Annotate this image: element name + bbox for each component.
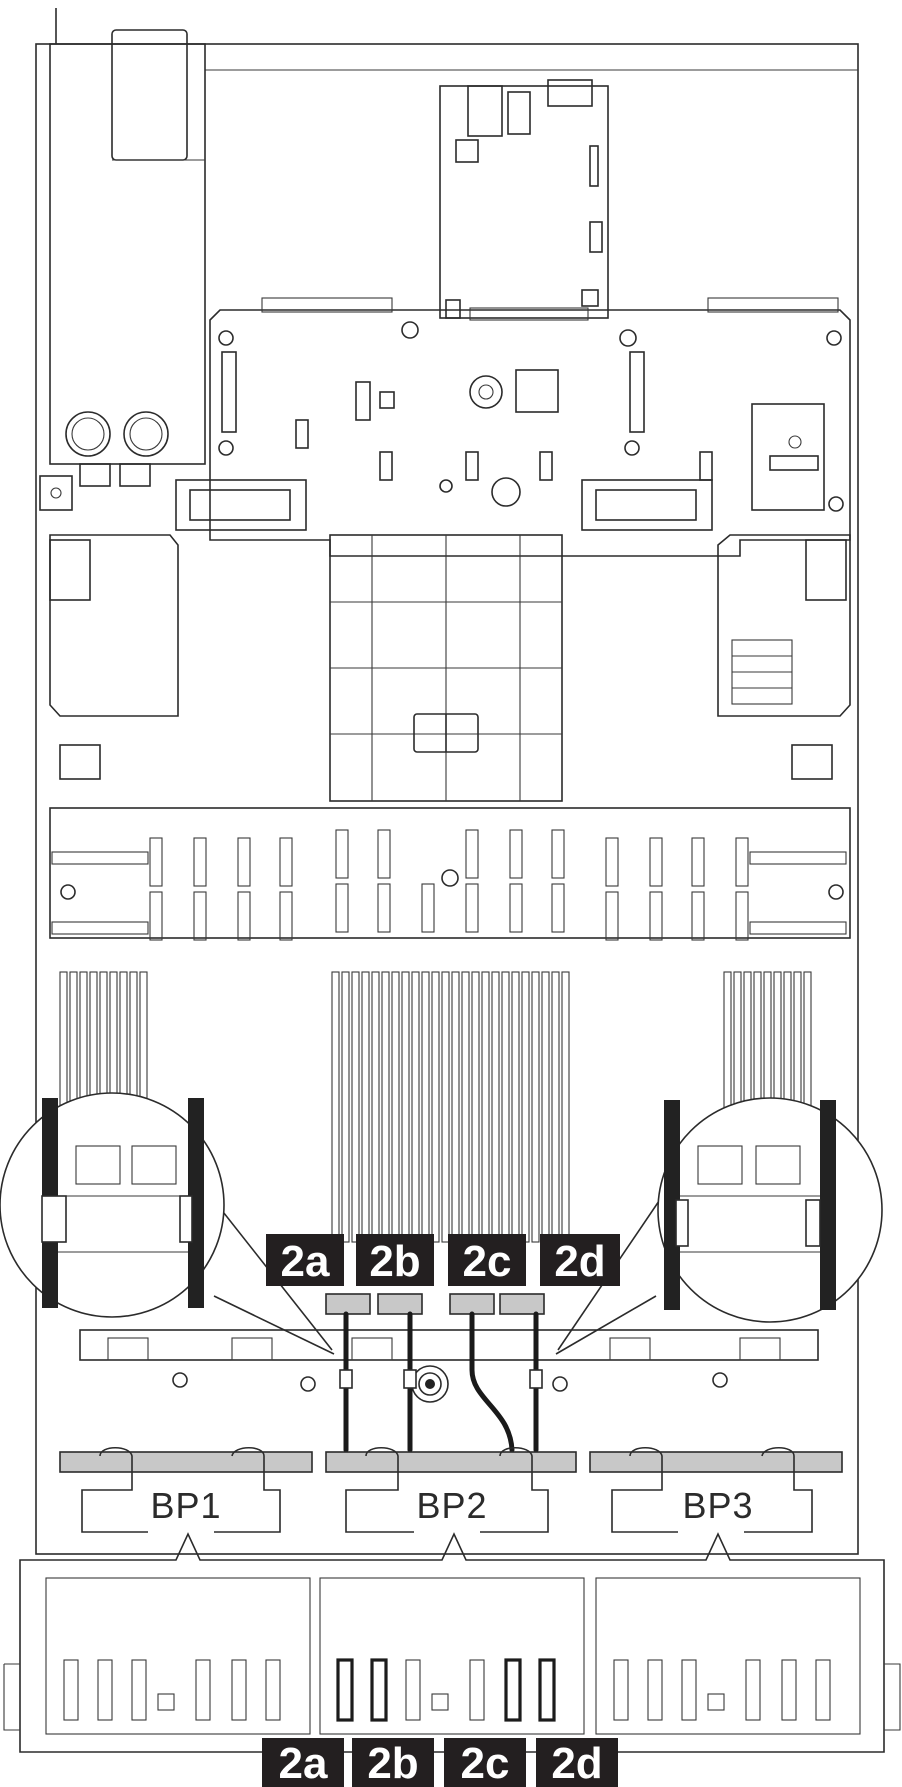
callout-labels-top: 2a 2b 2c 2d xyxy=(266,1234,620,1286)
callout-top-2c: 2c xyxy=(463,1237,512,1286)
zoom-callout-right xyxy=(555,1097,883,1355)
backplane-assembly xyxy=(79,1329,819,1403)
dimm-slot xyxy=(361,971,370,1243)
backplane-connector xyxy=(647,1659,663,1721)
callout-bottom-2b: 2b xyxy=(367,1739,418,1787)
backplane-detail-view xyxy=(3,1532,901,1753)
dimm-slot xyxy=(351,971,360,1243)
backplane-connector xyxy=(336,1658,354,1722)
backplane-connector xyxy=(195,1659,211,1721)
dimm-slot xyxy=(411,971,420,1243)
connector-row xyxy=(49,807,851,941)
fan-and-air-baffle-area xyxy=(49,534,851,802)
backplane-connector xyxy=(504,1658,522,1722)
board-connectors-2a-2d xyxy=(325,1293,545,1315)
server-chassis xyxy=(35,8,859,1555)
dimm-slot xyxy=(331,971,340,1243)
dimm-slot xyxy=(541,971,550,1243)
backplane-connector xyxy=(231,1659,247,1721)
backplane-connector xyxy=(681,1659,697,1721)
bp3-label: BP3 xyxy=(682,1485,753,1526)
dimm-slot xyxy=(431,971,440,1243)
dimm-slot xyxy=(441,971,450,1243)
dimm-slot xyxy=(521,971,530,1243)
callout-bottom-2c: 2c xyxy=(461,1739,510,1787)
backplane-connector xyxy=(131,1659,147,1721)
zoom-callout-left xyxy=(0,1092,335,1355)
dimm-slot xyxy=(491,971,500,1243)
callout-top-2b: 2b xyxy=(369,1237,420,1286)
dimm-slot xyxy=(371,971,380,1243)
dimm-slot xyxy=(391,971,400,1243)
dimm-slot xyxy=(481,971,490,1243)
callout-labels-bottom: 2a 2b 2c 2d xyxy=(262,1738,618,1787)
dimm-slot xyxy=(501,971,510,1243)
backplane-connector xyxy=(815,1659,831,1721)
backplane-connector xyxy=(370,1658,388,1722)
dimm-slot xyxy=(551,971,560,1243)
system-board xyxy=(175,297,851,557)
dimm-slot xyxy=(561,971,570,1243)
backplane-connector xyxy=(405,1659,421,1721)
bp2-label: BP2 xyxy=(416,1485,487,1526)
dimm-slot xyxy=(531,971,540,1243)
dimm-slot xyxy=(381,971,390,1243)
backplane-rails xyxy=(59,1446,843,1533)
backplane-connector xyxy=(613,1659,629,1721)
backplane-power-connector xyxy=(157,1693,175,1711)
dimm-slot xyxy=(401,971,410,1243)
backplane-power-connector xyxy=(707,1693,725,1711)
callout-bottom-2d: 2d xyxy=(551,1739,602,1787)
riser-io-board xyxy=(439,79,609,319)
dimm-slot xyxy=(421,971,430,1243)
callout-bottom-2a: 2a xyxy=(279,1739,328,1787)
callout-top-2d: 2d xyxy=(554,1237,605,1286)
dimm-slot xyxy=(511,971,520,1243)
callout-top-2a: 2a xyxy=(281,1237,330,1286)
dimm-slot xyxy=(471,971,480,1243)
backplane-power-connector xyxy=(431,1693,449,1711)
backplane-connector xyxy=(745,1659,761,1721)
signal-cables xyxy=(339,1311,543,1453)
backplane-detail-connectors xyxy=(63,1658,831,1722)
dimm-slot xyxy=(341,971,350,1243)
backplane-connector xyxy=(265,1659,281,1721)
power-supply-unit xyxy=(39,29,206,511)
backplane-connector xyxy=(469,1659,485,1721)
dimm-slot xyxy=(451,971,460,1243)
backplane-connector xyxy=(63,1659,79,1721)
backplane-labels: BP1 BP2 BP3 xyxy=(150,1485,753,1526)
dimm-slot xyxy=(461,971,470,1243)
backplane-connector xyxy=(97,1659,113,1721)
backplane-connector xyxy=(538,1658,556,1722)
backplane-connector xyxy=(781,1659,797,1721)
bp1-label: BP1 xyxy=(150,1485,221,1526)
